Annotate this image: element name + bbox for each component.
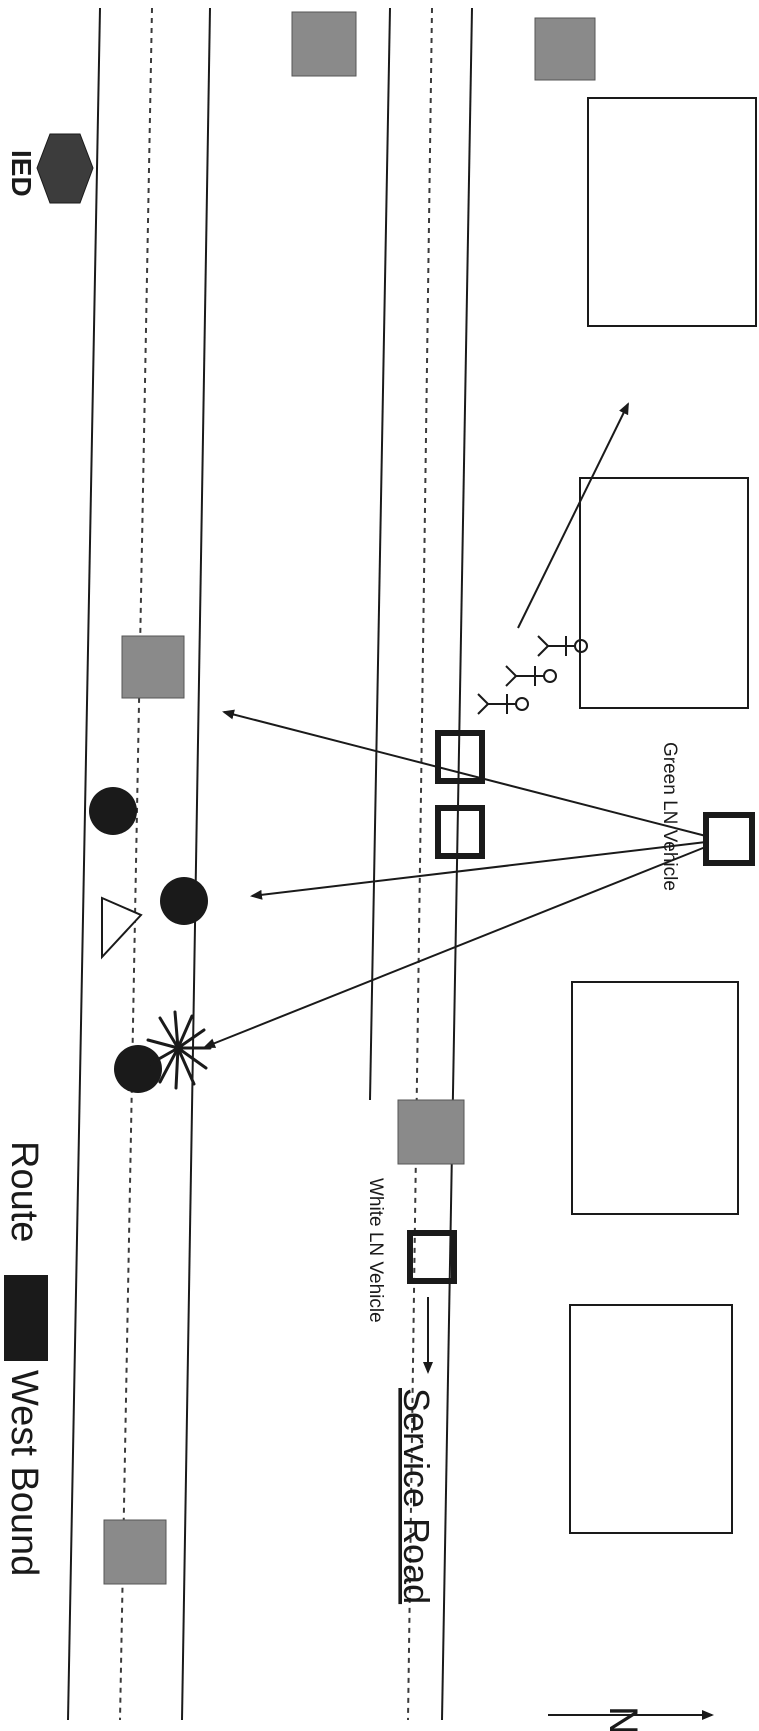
targets — [89, 787, 208, 1093]
buildings — [569, 97, 757, 1534]
building — [579, 477, 749, 709]
road-edge-west-inner — [181, 7, 211, 1721]
road-lines — [67, 7, 473, 1721]
fire-arrow — [250, 841, 707, 900]
building — [587, 97, 757, 327]
direction-label: West Bound — [3, 1370, 45, 1576]
palm-tree-icon — [146, 1010, 212, 1090]
triangle-marker — [101, 896, 143, 960]
person-stick-figure-icon — [505, 665, 557, 687]
vehicles — [407, 730, 755, 1284]
white-vehicle-label: White LN Vehicle — [365, 1178, 386, 1323]
road-edge-west-outer — [67, 7, 101, 1721]
route-label-group: Route West Bound — [3, 1141, 48, 1576]
target-circle — [160, 877, 208, 925]
lane-divider-main — [119, 7, 153, 1721]
ied-label: IED — [6, 150, 37, 197]
person-stick-figure-icon — [477, 693, 529, 715]
building — [571, 981, 739, 1215]
target-circle — [89, 787, 137, 835]
gray-block — [103, 1519, 167, 1585]
route-redaction-box — [4, 1275, 48, 1361]
fire-arrow — [203, 845, 709, 1048]
gray-blocks — [103, 11, 596, 1585]
green-ln-vehicle-box — [703, 812, 755, 866]
road-edge-service-west — [369, 7, 391, 1101]
service-road-vehicle-box — [435, 805, 485, 859]
north-label: N — [601, 1706, 645, 1731]
gray-block — [121, 635, 185, 699]
service-road-vehicle-box — [435, 730, 485, 784]
ied-hexagon-icon — [36, 133, 94, 204]
target-circle — [114, 1045, 162, 1093]
fire-arrows — [203, 402, 709, 1048]
fire-arrow — [222, 709, 707, 837]
personnel — [477, 635, 588, 715]
white-ln-vehicle-box — [407, 1230, 457, 1284]
green-vehicle-label: Green LN Vehicle — [659, 742, 680, 891]
building — [569, 1304, 733, 1534]
fire-arrow — [517, 402, 629, 629]
service-road-label: Service Road — [396, 1388, 437, 1604]
person-stick-figure-icon — [537, 635, 588, 657]
road-edge-service-east — [441, 7, 473, 1721]
gray-block — [534, 17, 596, 81]
gray-block — [397, 1099, 465, 1165]
gray-block — [291, 11, 357, 77]
route-label: Route — [3, 1141, 45, 1242]
